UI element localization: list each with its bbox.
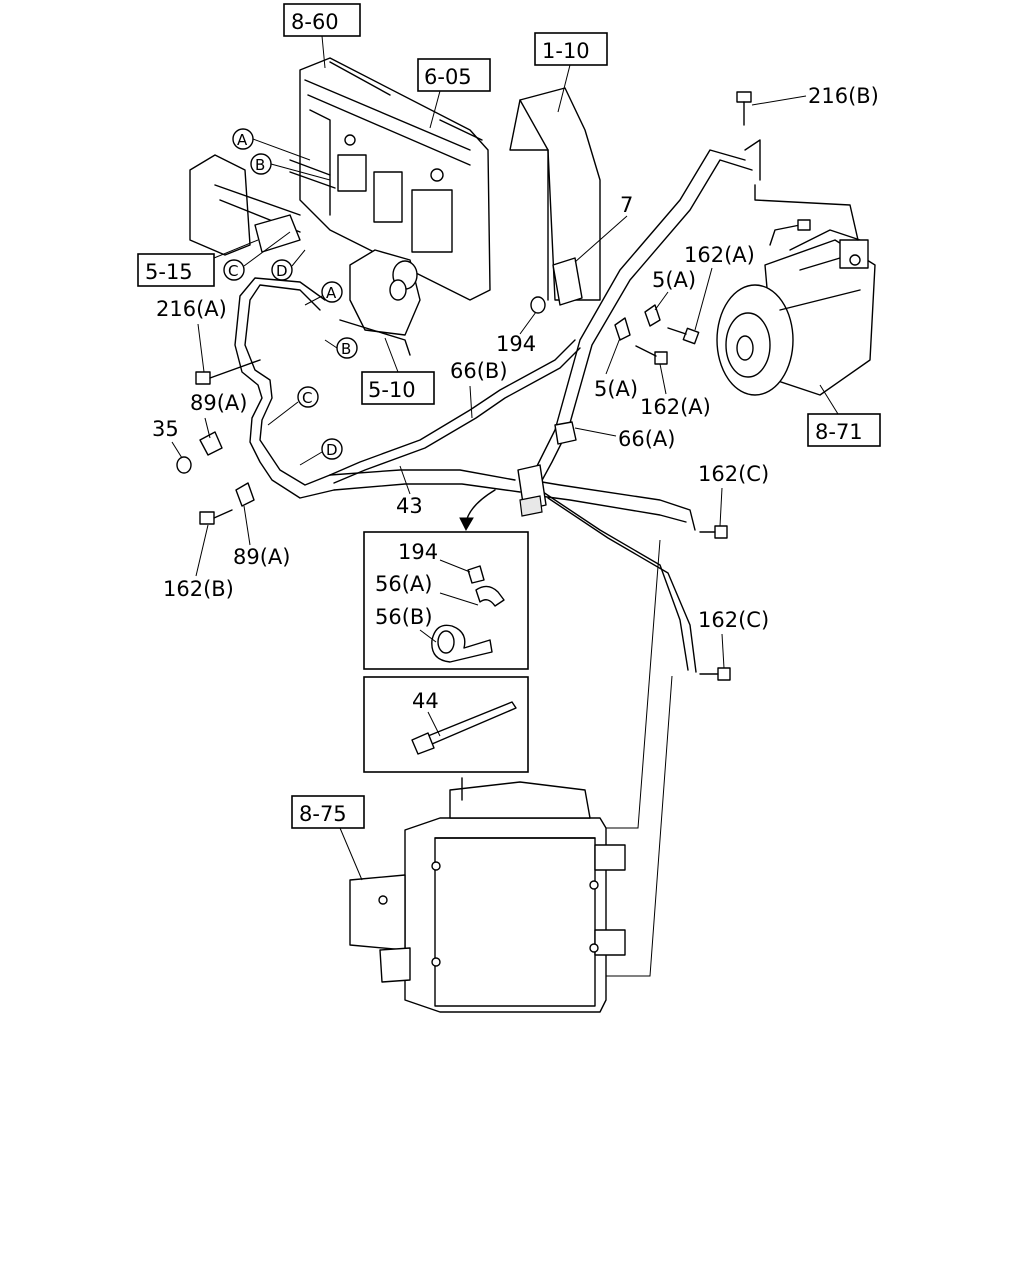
callout-162b: 162(B) [163, 577, 234, 601]
callout-7: 7 [620, 193, 633, 217]
engine-block-drawing [509, 87, 601, 301]
fastener-drawings [176, 91, 752, 681]
callout-216a: 216(A) [156, 297, 227, 321]
circled-letter-d-lower: D [299, 438, 343, 466]
inset-label-44: 44 [412, 689, 439, 713]
ref-box-1-10: 1-10 [534, 32, 608, 113]
circled-c2-text: C [302, 389, 312, 407]
circled-c-text: C [228, 262, 238, 280]
front-panel-drawing [299, 57, 491, 301]
circled-a-text: A [237, 131, 248, 149]
circled-letter-b-lower: B [324, 337, 358, 359]
inset-label-56b: 56(B) [375, 605, 433, 629]
compressor-drawing [716, 219, 876, 396]
ref-box-5-10: 5-10 [361, 337, 435, 405]
ref-5-10-label: 5-10 [368, 378, 416, 402]
callout-5a-upper: 5(A) [652, 268, 696, 292]
ref-8-60-label: 8-60 [291, 10, 339, 34]
circled-d-text: D [276, 262, 288, 280]
circled-b2-text: B [341, 340, 351, 358]
ref-box-8-75: 8-75 [291, 795, 365, 881]
callout-66a: 66(A) [618, 427, 675, 451]
ref-box-5-15: 5-15 [137, 239, 259, 287]
detail-arrowhead [459, 517, 474, 532]
circled-a2-text: A [326, 284, 337, 302]
inset-tie-frame [363, 676, 529, 773]
ref-1-10-label: 1-10 [542, 39, 590, 63]
callout-162a-upper: 162(A) [684, 243, 755, 267]
circled-d2-text: D [326, 441, 338, 459]
callout-66b: 66(B) [450, 359, 508, 383]
bracket-assembly-drawing [189, 154, 336, 256]
callout-5a-lower: 5(A) [594, 377, 638, 401]
ref-box-8-71: 8-71 [807, 384, 881, 447]
callout-216b: 216(B) [808, 84, 879, 108]
circled-letter-d-upper: D [271, 249, 306, 281]
circled-letter-a-lower: A [304, 281, 343, 306]
callout-162c-upper: 162(C) [698, 462, 769, 486]
circled-letter-c-lower: C [267, 386, 319, 426]
condenser-drawing [349, 777, 626, 1013]
circled-letter-a-upper: A [232, 128, 311, 161]
ref-box-8-60: 8-60 [283, 3, 361, 69]
callout-194: 194 [496, 332, 536, 356]
cable-tie-drawing [411, 701, 517, 755]
clamp-drawings [431, 565, 505, 663]
callout-162c-lower: 162(C) [698, 608, 769, 632]
callout-89a-lower: 89(A) [233, 545, 290, 569]
ref-8-71-label: 8-71 [815, 420, 863, 444]
circled-b-text: B [255, 156, 265, 174]
inset-label-194: 194 [398, 540, 438, 564]
callout-43: 43 [396, 494, 423, 518]
circled-letter-b-upper: B [250, 153, 331, 181]
ref-8-75-label: 8-75 [299, 802, 347, 826]
receiver-drier-drawing [339, 249, 421, 356]
ref-6-05-label: 6-05 [424, 65, 472, 89]
callout-89a-upper: 89(A) [190, 391, 247, 415]
ref-5-15-label: 5-15 [145, 260, 193, 284]
detail-arrow [465, 489, 496, 523]
piping-lines [234, 139, 859, 977]
callout-162a-lower: 162(A) [640, 395, 711, 419]
ref-box-6-05: 6-05 [417, 58, 491, 129]
inset-label-56a: 56(A) [375, 572, 432, 596]
callout-35: 35 [152, 417, 179, 441]
circled-letter-c-upper: C [223, 231, 291, 281]
